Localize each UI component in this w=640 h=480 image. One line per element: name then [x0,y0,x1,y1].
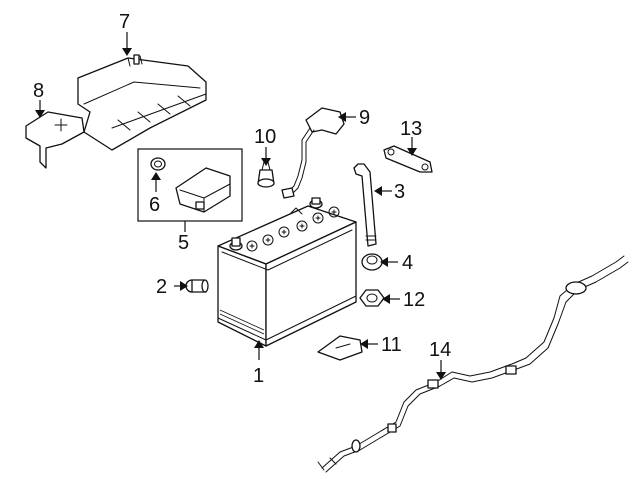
leader-3 [374,186,392,196]
leader-10 [261,147,271,166]
leader-7 [122,32,132,56]
callout-1: 1 [253,365,264,387]
callout-11: 11 [381,334,402,356]
leader-2 [174,281,188,291]
part-9-negative-cable [281,107,345,199]
part-4-nut [361,253,383,271]
part-12-hex-nut [359,289,385,307]
callout-4: 4 [402,252,413,274]
leader-13 [407,137,417,156]
part-14-cable-harness [317,255,629,473]
part-6-nut [150,157,166,171]
leader-9 [338,112,356,122]
callout-13: 13 [400,118,422,140]
leader-6 [151,172,161,192]
callout-2: 2 [156,276,167,298]
callout-7: 7 [119,11,130,33]
part-1-battery [217,197,357,347]
callout-3: 3 [394,181,405,203]
leader-4 [380,257,398,267]
part-2-plug [185,279,209,293]
part-13-link-plate [383,145,433,173]
callout-6: 6 [149,194,160,216]
callout-12: 12 [403,289,425,311]
leader-8 [35,100,45,118]
leader-1 [254,340,264,360]
part-8-terminal-cover [25,111,85,169]
part-5-terminal-cover [175,167,231,213]
part-3-hold-down-rod [353,163,377,247]
part-5-group-box [137,148,243,222]
leader-14 [436,360,446,380]
callout-9: 9 [359,107,370,129]
leader-11 [360,339,378,349]
callout-5: 5 [178,232,189,254]
callout-10: 10 [254,126,276,148]
part-7-battery-cover [77,54,207,151]
leader-12 [382,294,400,304]
part-11-hold-down-bracket [317,335,363,361]
callout-14: 14 [429,339,451,361]
callout-8: 8 [33,80,44,102]
